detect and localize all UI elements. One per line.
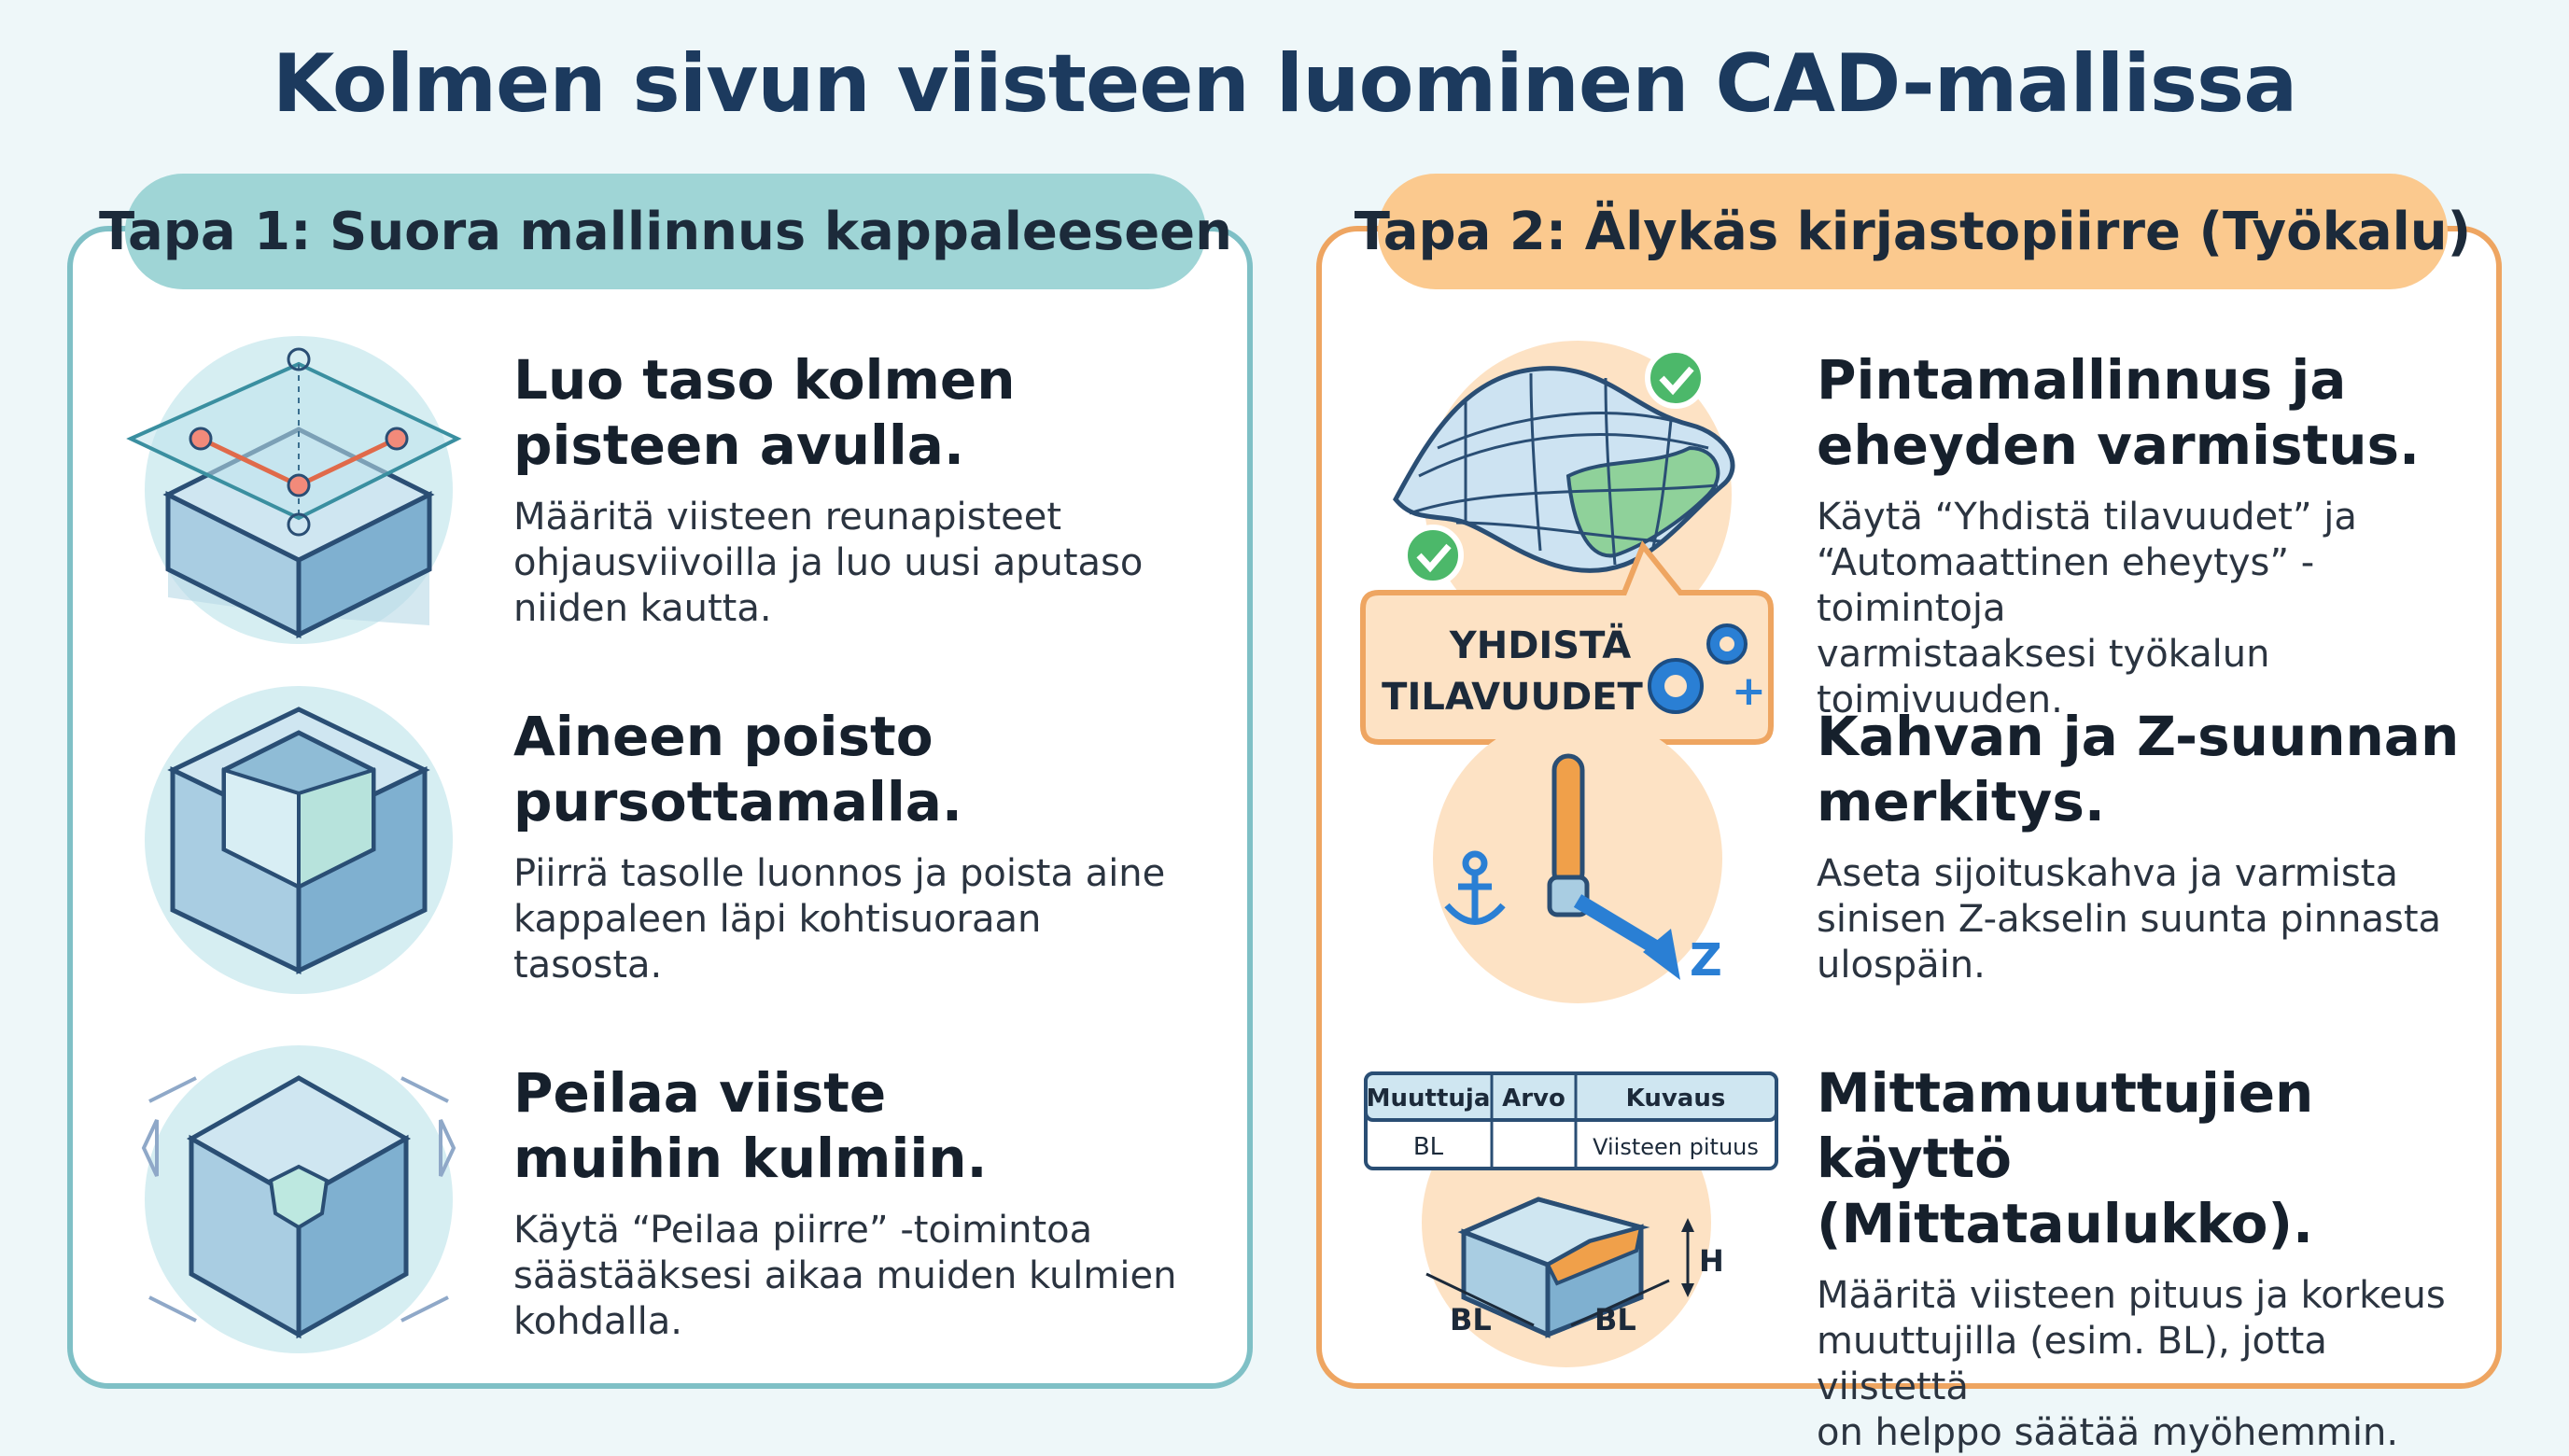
table-header-description: Kuvaus <box>1626 1085 1726 1113</box>
placement-handle-icon: Z <box>1400 714 1755 1008</box>
method-1-label: Tapa 1: Suora mallinnus kappaleeseen <box>99 174 1232 289</box>
svg-text:+: + <box>1732 667 1766 715</box>
dim-h-label: H <box>1699 1243 1724 1279</box>
page-title: Kolmen sivun viisteen luominen CAD-malli… <box>272 37 2297 131</box>
table-cell-variable: BL <box>1413 1133 1444 1161</box>
table-cell-description: Viisteen pituus <box>1593 1134 1759 1160</box>
mirror-feature-icon <box>131 1036 467 1363</box>
method-2-step-3: Mittamuuttujien käyttö(Mittataulukko). M… <box>1817 1060 2489 1456</box>
callout-line-1: YHDISTÄ <box>1449 623 1632 667</box>
step-text: Käytä “Yhdistä tilavuudet” ja“Automaatti… <box>1817 496 2357 721</box>
gear-icon <box>1648 623 1748 714</box>
step-heading: Mittamuuttujien käyttö(Mittataulukko). <box>1817 1061 2314 1255</box>
z-axis-label: Z <box>1690 934 1722 987</box>
table-header-variable: Muuttuja <box>1367 1085 1491 1113</box>
surface-mesh-icon: YHDISTÄ TILAVUUDET + <box>1354 336 1802 756</box>
extrude-cut-icon <box>140 681 457 999</box>
dim-bl-left-label: BL <box>1450 1302 1492 1337</box>
table-header-value: Arvo <box>1502 1085 1565 1113</box>
dim-bl-right-label: BL <box>1594 1302 1636 1337</box>
plane-three-points-icon <box>121 327 476 653</box>
anchor-icon <box>1444 850 1506 925</box>
method-2-label: Tapa 2: Älykäs kirjastopiirre (Työkalu) <box>1355 174 2471 289</box>
dimension-table-icon: H BL BL Muuttuja Arvo Kuvaus BL Viisteen… <box>1361 1036 1781 1372</box>
callout-line-2: TILAVUUDET <box>1382 676 1643 719</box>
